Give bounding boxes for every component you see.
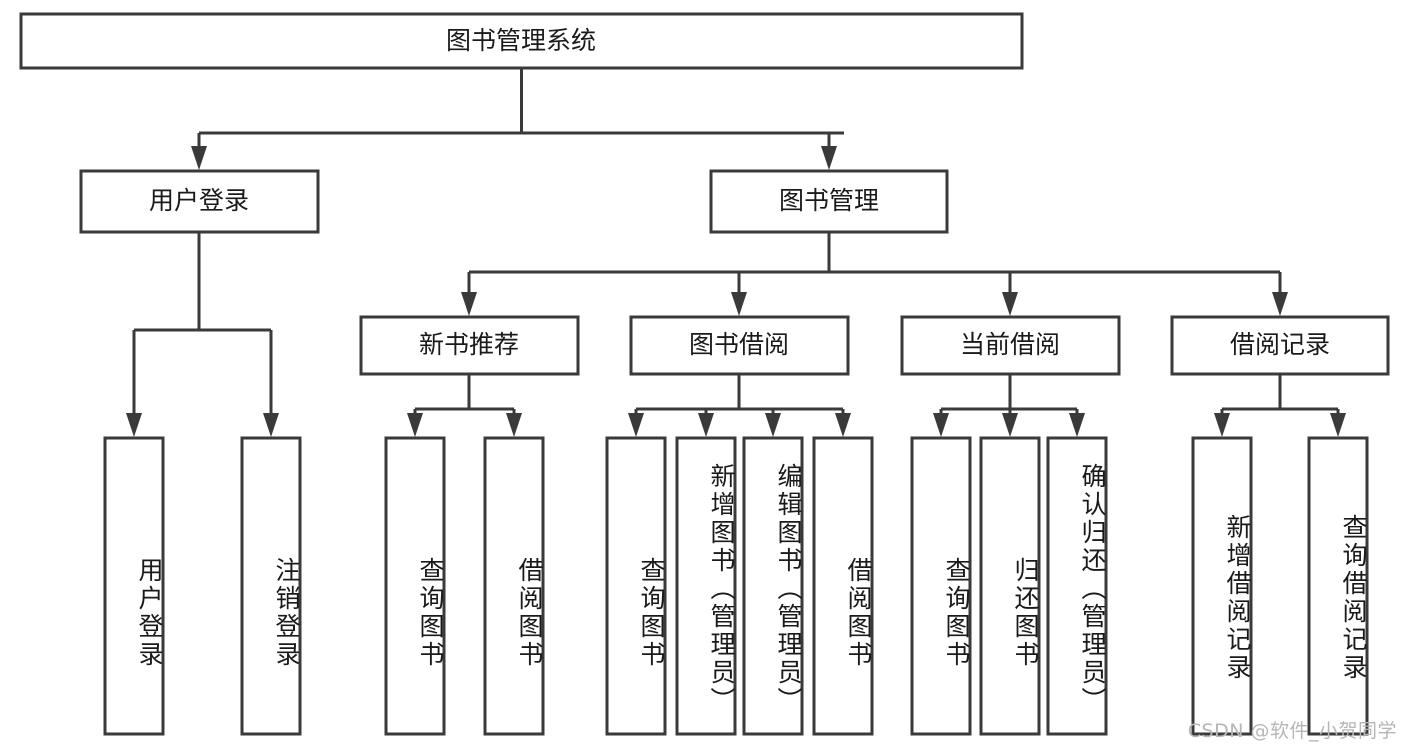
- node-new-book-rec-label: 新书推荐: [419, 330, 519, 359]
- csdn-watermark: CSDN @软件_小贺同学: [1187, 720, 1397, 742]
- node-book-manage[interactable]: 图书管理: [709, 169, 949, 234]
- node-new-book-rec[interactable]: 新书推荐: [359, 315, 580, 376]
- node-book-manage-label: 图书管理: [779, 186, 879, 215]
- leaf-box-user-login[interactable]: [103, 436, 165, 736]
- leaf-box-edit-book-admin[interactable]: [742, 436, 804, 736]
- node-root-label: 图书管理系统: [446, 26, 596, 55]
- connector-bookborrow-to-leaves: [628, 374, 851, 437]
- leaf-box-logout-login[interactable]: [240, 436, 302, 736]
- node-user-login-label: 用户登录: [149, 186, 249, 215]
- connector-currentborrow-to-leaves: [933, 374, 1085, 437]
- leaf-box-add-book-admin[interactable]: [675, 436, 737, 736]
- leaf-boxes: [103, 436, 1369, 736]
- node-root[interactable]: 图书管理系统: [19, 12, 1024, 70]
- node-borrow-record[interactable]: 借阅记录: [1170, 315, 1390, 376]
- node-current-borrow-label: 当前借阅: [960, 330, 1060, 359]
- connector-userlogin-to-leaves: [126, 232, 279, 437]
- node-book-borrow-label: 图书借阅: [689, 330, 789, 359]
- connector-newbook-to-leaves: [407, 374, 522, 437]
- connector-bookmanage-to-level2: [461, 232, 1288, 316]
- leaf-box-query-borrow-record[interactable]: [1307, 436, 1369, 736]
- connector-root-to-level1: [191, 68, 844, 170]
- leaf-box-borrow-book[interactable]: [812, 436, 874, 736]
- node-book-borrow[interactable]: 图书借阅: [629, 315, 850, 376]
- leaf-box-query-book-current[interactable]: [910, 436, 972, 736]
- leaf-box-query-book-borrow[interactable]: [605, 436, 667, 736]
- leaf-box-borrow-book-rec[interactable]: [483, 436, 545, 736]
- connector-borrowrecord-to-leaves: [1214, 374, 1346, 437]
- leaf-box-confirm-return-admin[interactable]: [1046, 436, 1108, 736]
- leaf-box-return-book[interactable]: [979, 436, 1041, 736]
- leaf-box-query-book-rec[interactable]: [384, 436, 446, 736]
- node-user-login[interactable]: 用户登录: [79, 169, 320, 234]
- leaf-box-add-borrow-record[interactable]: [1191, 436, 1253, 736]
- node-current-borrow[interactable]: 当前借阅: [900, 315, 1121, 376]
- node-borrow-record-label: 借阅记录: [1230, 330, 1330, 359]
